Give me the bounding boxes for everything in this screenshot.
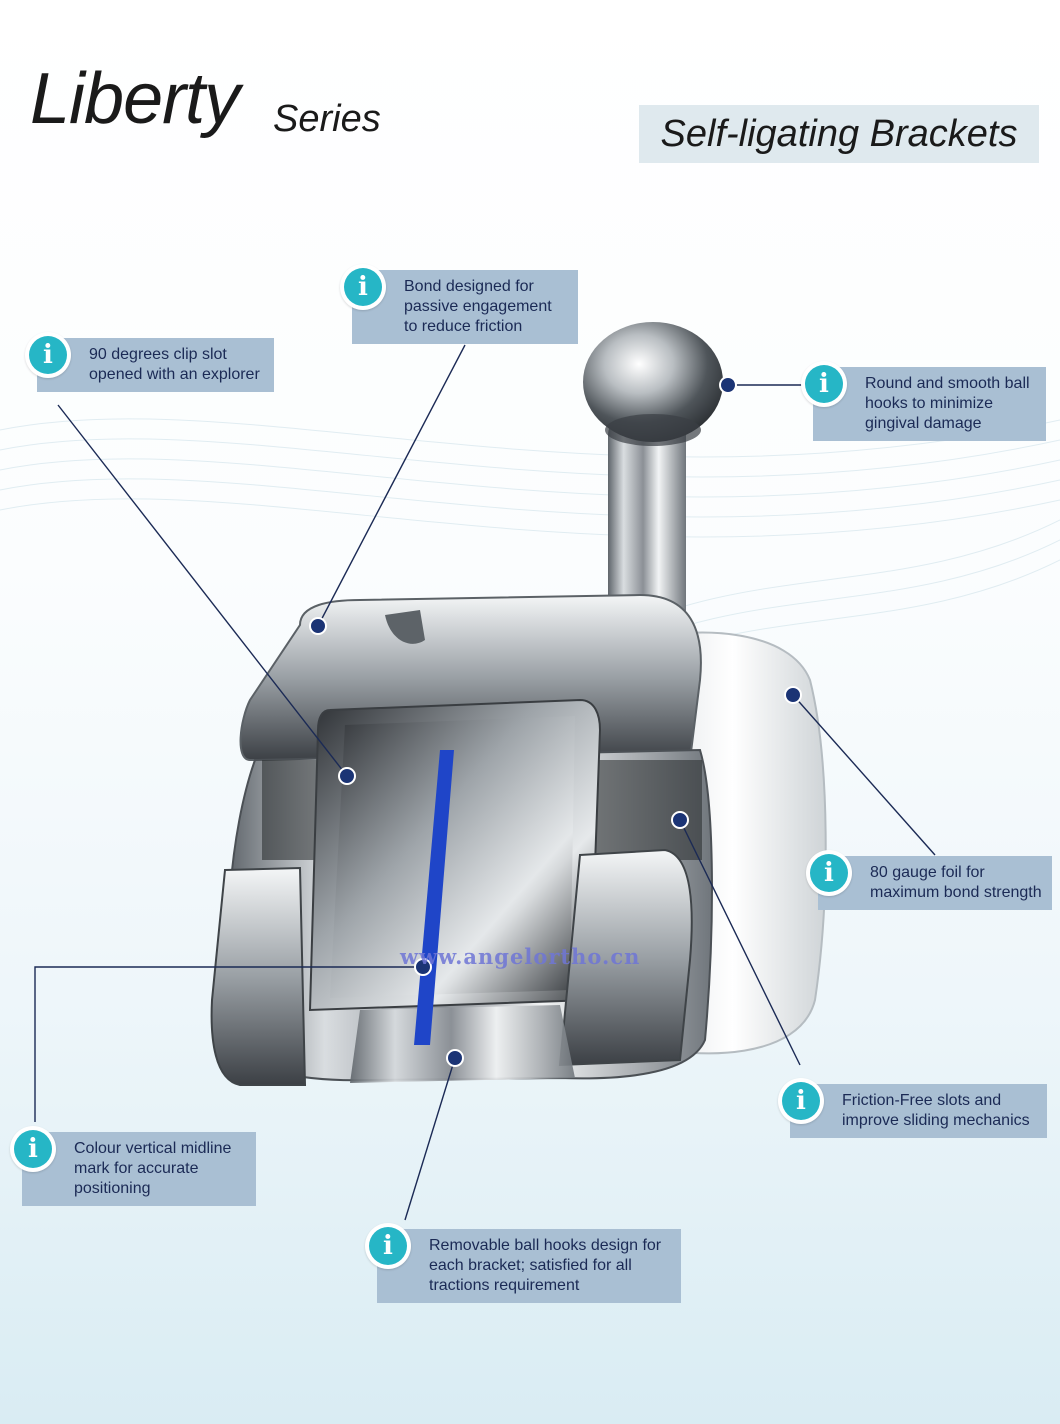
- page-subtitle: Series: [273, 98, 381, 140]
- callout-text: Bond designed for passive engagement to …: [404, 278, 552, 335]
- info-icon: i: [801, 361, 847, 407]
- info-icon: i: [365, 1223, 411, 1269]
- ball-hook: [583, 322, 723, 442]
- callout-friction-free: i Friction-Free slots and improve slidin…: [778, 1078, 1047, 1138]
- hook-post: [608, 415, 686, 630]
- info-icon: i: [25, 332, 71, 378]
- info-icon: i: [10, 1126, 56, 1172]
- watermark-text: www.angelortho.cn: [400, 944, 641, 969]
- callout-text: Friction-Free slots and improve sliding …: [842, 1092, 1030, 1129]
- info-icon: i: [340, 264, 386, 310]
- page-title: Liberty: [30, 59, 240, 139]
- info-icon: i: [778, 1078, 824, 1124]
- callout-removable-hooks: i Removable ball hooks design for each b…: [365, 1223, 681, 1303]
- category-badge: Self-ligating Brackets: [639, 105, 1039, 163]
- callout-text: 80 gauge foil for maximum bond strength: [870, 864, 1042, 901]
- callout-text: Round and smooth ball hooks to minimize …: [865, 375, 1030, 432]
- callout-foil: i 80 gauge foil for maximum bond strengt…: [806, 850, 1052, 910]
- callout-text: 90 degrees clip slot opened with an expl…: [89, 346, 260, 383]
- callout-bond: i Bond designed for passive engagement t…: [340, 264, 578, 344]
- callout-clip-slot: i 90 degrees clip slot opened with an ex…: [25, 332, 274, 392]
- callout-text: Colour vertical midline mark for accurat…: [74, 1140, 232, 1197]
- callout-midline: i Colour vertical midline mark for accur…: [10, 1126, 256, 1206]
- callout-ball-hook: i Round and smooth ball hooks to minimiz…: [801, 361, 1046, 441]
- info-icon: i: [806, 850, 852, 896]
- left-wing: [210, 866, 307, 1086]
- callout-text: Removable ball hooks design for each bra…: [429, 1237, 662, 1294]
